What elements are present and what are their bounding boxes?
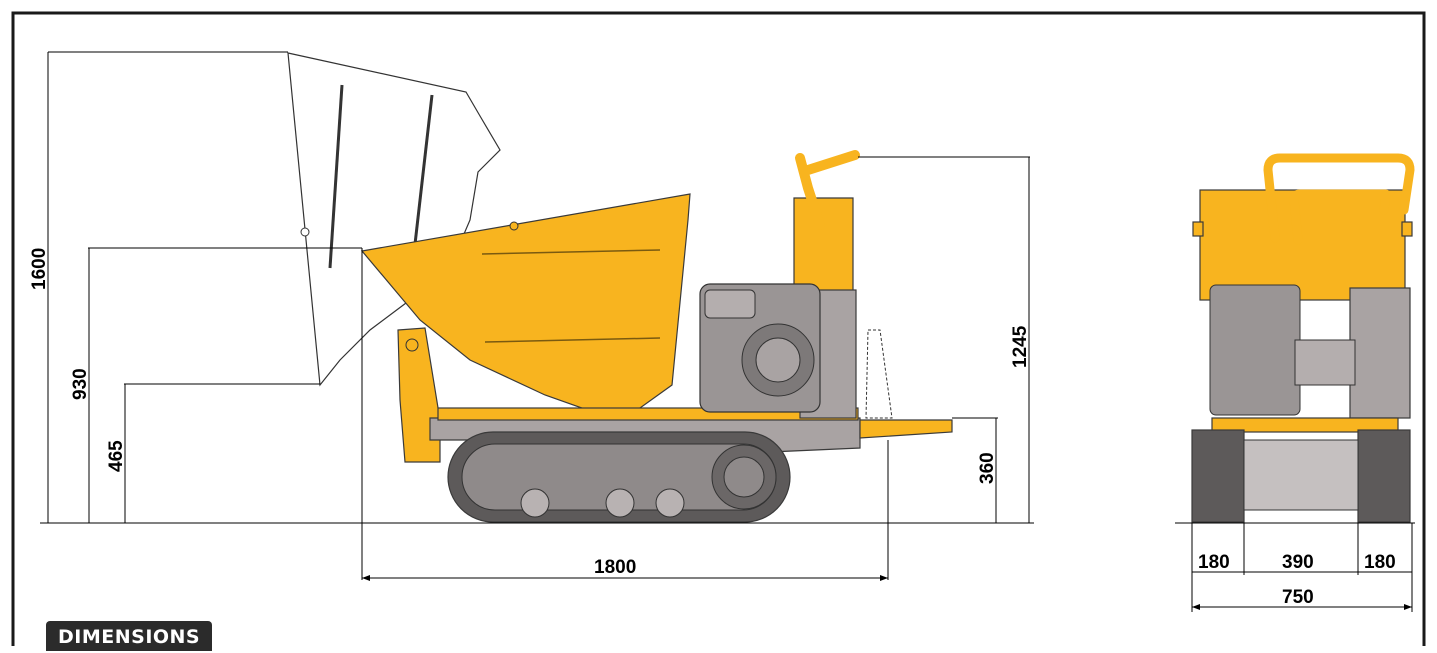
dim-hopper-height: 930 [70, 368, 91, 400]
front-hopper [1199, 189, 1406, 301]
front-track-right [1357, 429, 1411, 523]
engine [699, 283, 821, 413]
side-view [287, 52, 953, 523]
dim-overall-length: 1800 [594, 557, 636, 578]
dim-max-dump-height: 1600 [29, 248, 50, 290]
drawing-frame [11, 11, 1426, 646]
dim-track-right: 180 [1364, 552, 1396, 573]
front-track-left [1191, 429, 1245, 523]
front-handle [1263, 153, 1415, 245]
front-engine [1209, 284, 1301, 416]
dim-dump-clearance: 465 [106, 440, 127, 472]
dim-handle-height: 1245 [1010, 325, 1031, 368]
rear-platform [859, 419, 953, 439]
dim-track-left: 180 [1198, 552, 1230, 573]
section-label-badge: DIMENSIONS [46, 621, 213, 651]
dim-track-gap: 390 [1282, 552, 1314, 573]
front-dimension-lines [1175, 522, 1415, 612]
front-view [1191, 153, 1415, 523]
operator-handle [795, 150, 860, 230]
folded-platform-outline [865, 329, 893, 419]
dim-overall-width: 750 [1282, 587, 1314, 608]
dim-platform-height: 360 [977, 452, 998, 484]
front-tower [1349, 287, 1411, 419]
hopper-arm [397, 327, 441, 463]
side-dimension-lines [40, 51, 1034, 581]
